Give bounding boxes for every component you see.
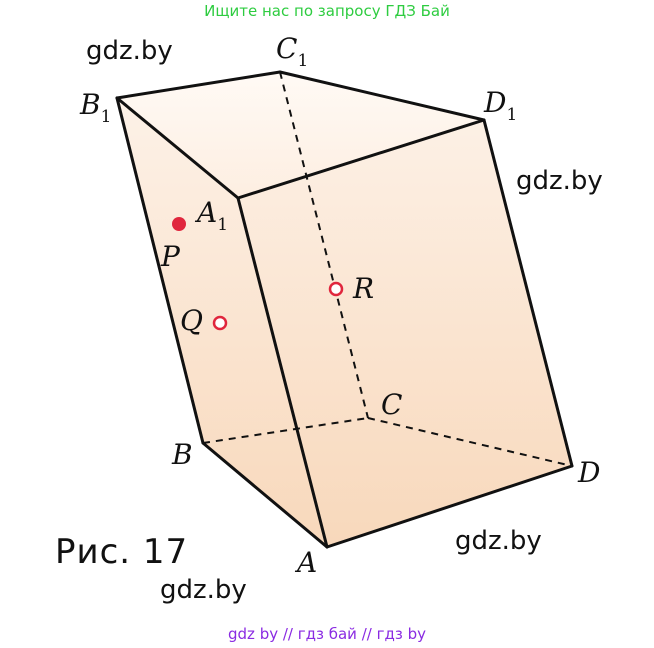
label-a: A (294, 546, 317, 579)
edge-a-d (325, 464, 574, 549)
site-footer: gdz by // гдз бай // гдз by (228, 625, 426, 643)
label-d1: D1 (483, 86, 517, 125)
edge-b-c (202, 417, 369, 444)
label-d: D (577, 456, 600, 489)
label-p: P (160, 240, 181, 273)
edge-b1-b (115, 96, 205, 445)
edge-a1-b1 (115, 96, 240, 200)
edge-b-a (201, 441, 329, 549)
edge-d1-a1 (236, 118, 486, 200)
point-r (328, 281, 344, 297)
watermark-bottom-right: gdz.by (455, 526, 542, 556)
watermark-top-left: gdz.by (86, 36, 173, 66)
edge-b1-c1 (115, 70, 282, 100)
label-q: Q (180, 304, 203, 337)
label-b: B (171, 438, 193, 471)
label-c: C (381, 388, 402, 421)
top-face (117, 72, 484, 198)
figure-caption: Рис. 17 (55, 532, 189, 572)
site-banner: Ищите нас по запросу ГДЗ Бай (204, 2, 450, 20)
label-a1: A1 (194, 196, 228, 235)
point-q (212, 315, 228, 331)
edge-c-d (367, 417, 573, 467)
watermark-right: gdz.by (516, 166, 603, 196)
point-p (172, 217, 186, 231)
label-c1: C1 (276, 32, 308, 71)
edge-c1-d1 (278, 70, 486, 122)
edge-a1-a (236, 196, 329, 549)
label-b1: B1 (79, 88, 111, 127)
watermark-bottom-left: gdz.by (160, 575, 247, 605)
label-r: R (352, 272, 374, 305)
edge-d1-d (482, 118, 574, 468)
